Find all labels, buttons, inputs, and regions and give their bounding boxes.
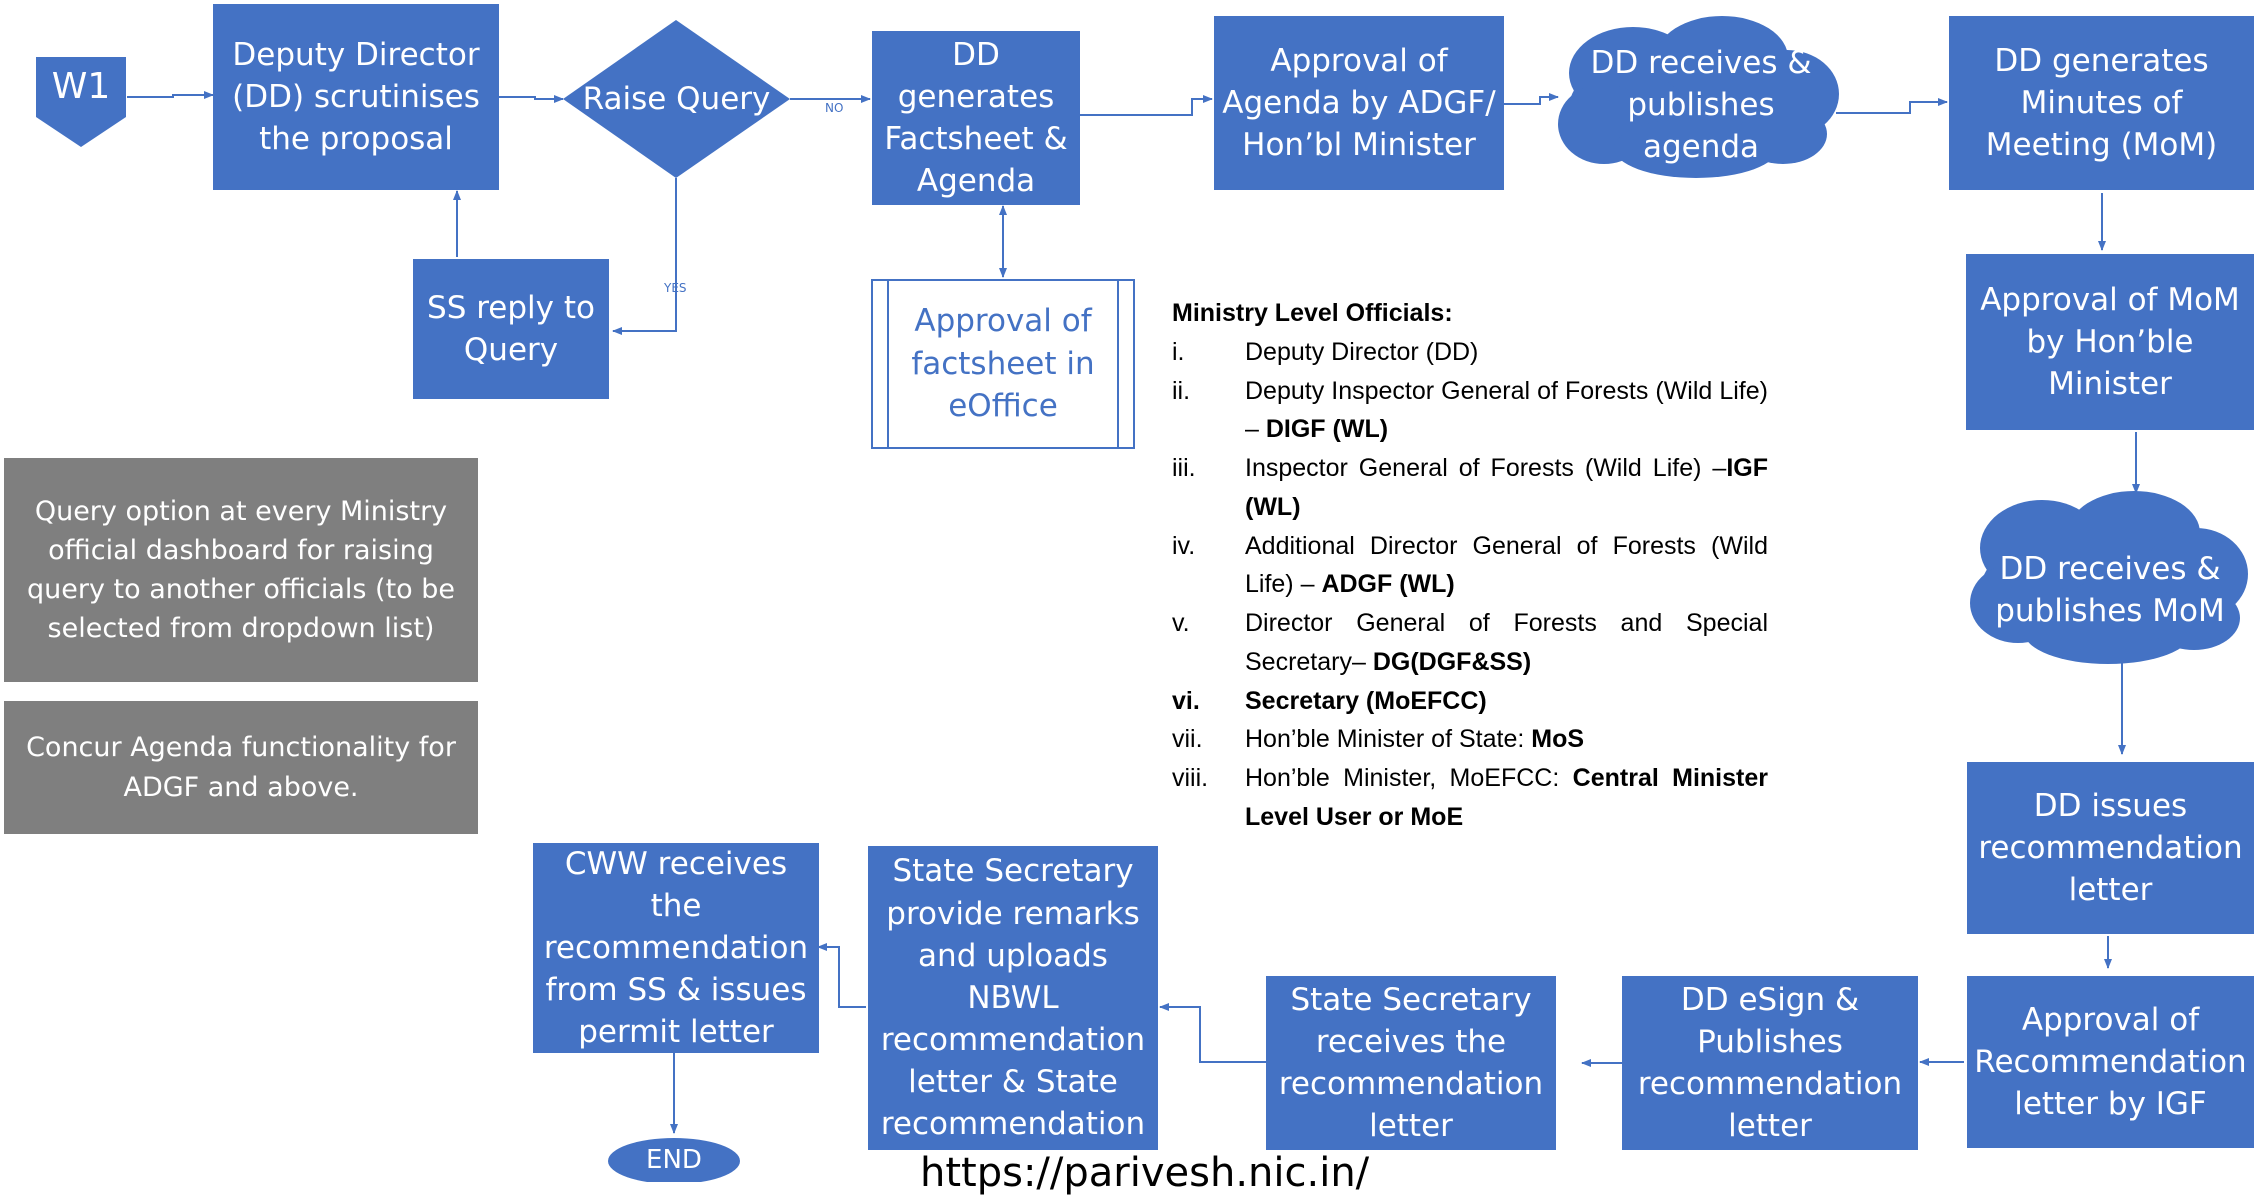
ss-receives-box: State Secretary receives the recommendat… xyxy=(1266,976,1556,1150)
officials-item-text: Director General of Forests and Special … xyxy=(1245,604,1768,682)
concur-agenda-note: Concur Agenda functionality for ADGF and… xyxy=(4,701,478,834)
ss-remarks-box: State Secretary provide remarks and uplo… xyxy=(868,846,1158,1150)
officials-item-number: iv. xyxy=(1172,531,1196,560)
dd-scrutinises-box: Deputy Director (DD) scrutinises the pro… xyxy=(213,4,499,190)
end-label: END xyxy=(646,1145,702,1176)
officials-item-plain: Deputy Director (DD) xyxy=(1245,337,1479,366)
dd-generates-mom-text: DD generates Minutes of Meeting (MoM) xyxy=(1985,42,2218,164)
officials-item-bold: IGF (WL) xyxy=(1245,454,1768,521)
ministry-officials-list: Ministry Level Officials: i. Deputy Dire… xyxy=(1172,294,1768,837)
ss-receives-text: State Secretary receives the recommendat… xyxy=(1278,981,1544,1145)
query-option-note: Query option at every Ministry official … xyxy=(4,458,478,682)
w1-offpage-connector xyxy=(36,57,126,147)
approval-factsheet-text: Approval of factsheet in eOffice xyxy=(911,302,1095,425)
publish-mom-cloud xyxy=(1970,491,2248,664)
approval-mom-text: Approval of MoM by Hon’ble Minister xyxy=(1980,281,2240,403)
officials-item-bold: Secretary (MoEFCC) xyxy=(1245,686,1487,715)
dd-generates-mom-box: DD generates Minutes of Meeting (MoM) xyxy=(1949,16,2254,190)
edge-remarks-to-cww xyxy=(817,943,866,1008)
footer-url: https://parivesh.nic.in/ xyxy=(920,1150,1370,1196)
edge-ss-receives-to-remarks xyxy=(1159,1003,1266,1063)
officials-item-plain: Director General of Forests and Special … xyxy=(1245,609,1768,676)
officials-item: v. Director General of Forests and Speci… xyxy=(1172,604,1768,682)
cww-receives-box: CWW receives the recommendation from SS … xyxy=(533,843,819,1053)
officials-item-text: Secretary (MoEFCC) xyxy=(1245,682,1768,721)
officials-item-plain: Additional Director General of Forests (… xyxy=(1245,531,1768,599)
officials-item: vi. Secretary (MoEFCC) xyxy=(1172,682,1768,721)
officials-item-number: i. xyxy=(1172,337,1185,366)
edge-factsheet-to-agenda xyxy=(1080,95,1213,116)
officials-item-number: viii. xyxy=(1172,764,1209,792)
approval-agenda-box: Approval of Agenda by ADGF/ Hon’bl Minis… xyxy=(1214,16,1504,190)
dd-esign-box: DD eSign & Publishes recommendation lett… xyxy=(1622,976,1918,1150)
officials-item-text: Additional Director General of Forests (… xyxy=(1245,527,1768,605)
w1-label: W1 xyxy=(51,65,111,107)
officials-heading: Ministry Level Officials: xyxy=(1172,299,1453,327)
officials-item-text: Deputy Director (DD) xyxy=(1245,333,1768,372)
edge-publish-agenda-to-mom xyxy=(1836,98,1948,114)
query-option-text: Query option at every Ministry official … xyxy=(26,495,456,645)
approval-mom-box: Approval of MoM by Hon’ble Minister xyxy=(1966,254,2254,430)
officials-item-text: Hon’ble Minister, MoEFCC: Central Minist… xyxy=(1245,759,1768,837)
officials-item-bold: DIGF (WL) xyxy=(1265,415,1389,444)
dd-generates-factsheet-text: DD generates Factsheet & Agenda xyxy=(884,36,1068,200)
edge-raise-query-yes xyxy=(612,178,677,335)
dd-publishes-mom-text: DD receives & publishes MoM xyxy=(1995,550,2225,629)
raise-query-label: Raise Query xyxy=(582,80,771,117)
dd-generates-factsheet-box: DD generates Factsheet & Agenda xyxy=(872,31,1080,205)
officials-item-number: iii. xyxy=(1172,454,1196,482)
dd-issues-letter-box: DD issues recommendation letter xyxy=(1967,762,2254,934)
officials-item-bold: ADGF (WL) xyxy=(1321,570,1455,599)
ss-remarks-text: State Secretary provide remarks and uplo… xyxy=(880,853,1146,1143)
officials-item-number: v. xyxy=(1172,609,1190,637)
officials-item-plain: Hon’ble Minister of State: xyxy=(1245,725,1532,754)
officials-item-plain: Inspector General of Forests (Wild Life)… xyxy=(1245,454,1727,482)
edge-label-yes: YES xyxy=(664,281,687,295)
officials-item: iv. Additional Director General of Fores… xyxy=(1172,527,1768,605)
ss-reply-text: SS reply to Query xyxy=(427,289,595,368)
officials-item-number: ii. xyxy=(1172,376,1191,405)
approval-recommendation-text: Approval of Recommendation letter by IGF xyxy=(1974,1001,2247,1123)
raise-query-decision xyxy=(563,20,790,178)
eoffice-process-frame xyxy=(871,279,1135,449)
officials-item: ii. Deputy Inspector General of Forests … xyxy=(1172,372,1768,450)
edge-w1-to-scrutinise xyxy=(127,91,214,99)
officials-item-text: Inspector General of Forests (Wild Life)… xyxy=(1245,449,1768,527)
end-terminator xyxy=(608,1138,740,1182)
officials-item: vii. Hon’ble Minister of State: MoS xyxy=(1172,720,1768,759)
officials-item-plain: Hon’ble Minister, MoEFCC: xyxy=(1245,764,1573,792)
officials-item-number: vi. xyxy=(1172,686,1200,715)
officials-item: viii. Hon’ble Minister, MoEFCC: Central … xyxy=(1172,759,1768,837)
dd-scrutinises-text: Deputy Director (DD) scrutinises the pro… xyxy=(232,36,480,158)
ss-reply-box: SS reply to Query xyxy=(413,259,609,399)
officials-item: i. Deputy Director (DD) xyxy=(1172,333,1768,372)
edge-label-no: NO xyxy=(825,101,844,115)
officials-item-bold: Central Minister Level User or MoE xyxy=(1245,764,1768,831)
officials-item-plain: Deputy Inspector General of Forests (Wil… xyxy=(1245,376,1768,444)
dd-publishes-agenda-text: DD receives & publishes agenda xyxy=(1590,44,1812,166)
officials-item-number: vii. xyxy=(1172,725,1203,754)
officials-item-text: Deputy Inspector General of Forests (Wil… xyxy=(1245,372,1768,450)
approval-recommendation-box: Approval of Recommendation letter by IGF xyxy=(1967,976,2254,1148)
officials-item-text: Hon’ble Minister of State: MoS xyxy=(1245,720,1768,759)
dd-issues-letter-text: DD issues recommendation letter xyxy=(1978,787,2243,909)
cww-receives-text: CWW receives the recommendation from SS … xyxy=(543,845,809,1051)
edge-scrutinise-to-raise-query xyxy=(499,95,564,103)
officials-item-bold: DG(DGF&SS) xyxy=(1372,647,1532,676)
officials-item-bold: MoS xyxy=(1531,725,1585,754)
approval-agenda-text: Approval of Agenda by ADGF/ Hon’bl Minis… xyxy=(1222,42,1496,164)
publish-agenda-cloud xyxy=(1558,16,1839,178)
concur-agenda-text: Concur Agenda functionality for ADGF and… xyxy=(26,732,456,803)
edge-agenda-to-publish xyxy=(1504,93,1559,105)
dd-esign-text: DD eSign & Publishes recommendation lett… xyxy=(1637,981,1903,1145)
officials-item: iii. Inspector General of Forests (Wild … xyxy=(1172,449,1768,527)
